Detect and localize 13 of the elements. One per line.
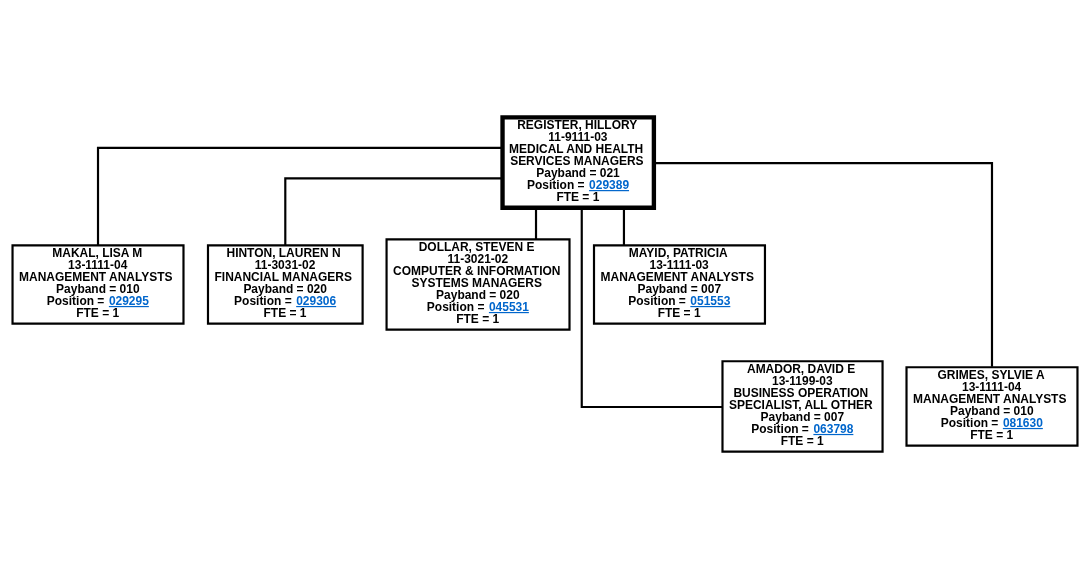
connector bbox=[284, 177, 503, 246]
node-box: MAKAL, LISA M 13-1111-04 MANAGEMENT ANALYSTS Payband = 010 Position = 029295 FTE = 1 bbox=[11, 244, 185, 325]
node-box: MAYID, PATRICIA 13-1111-03 MANAGEMENT ANALYSTS Payband = 007 Position = 051553 FTE = 1 bbox=[592, 244, 767, 325]
connector bbox=[580, 207, 723, 409]
connector bbox=[654, 162, 994, 367]
node-box: DOLLAR, STEVEN E 11-3021-02 COMPUTER & INFORMATION SYSTEMS MANAGERS Payband = 020 Position = 045531 FTE = 1 bbox=[385, 238, 571, 331]
connector bbox=[622, 207, 626, 246]
connector bbox=[534, 207, 538, 240]
node-box: REGISTER, HILLORY 11-9111-03 MEDICAL AND HEALTH SERVICES MANAGERS Payband = 021 Position = 029389 FTE = 1 bbox=[500, 115, 657, 210]
connector bbox=[96, 146, 503, 245]
node-box: GRIMES, SYLVIE A 13-1111-04 MANAGEMENT ANALYSTS Payband = 010 Position = 081630 FTE = 1 bbox=[905, 366, 1079, 447]
node-box: HINTON, LAUREN N 11-3031-02 FINANCIAL MANAGERS Payband = 020 Position = 029306 FTE = 1 bbox=[206, 244, 364, 325]
node-box: AMADOR, DAVID E 13-1199-03 BUSINESS OPERATION SPECIALIST, ALL OTHER Payband = 007 Position = 063798 FTE = 1 bbox=[721, 360, 884, 453]
